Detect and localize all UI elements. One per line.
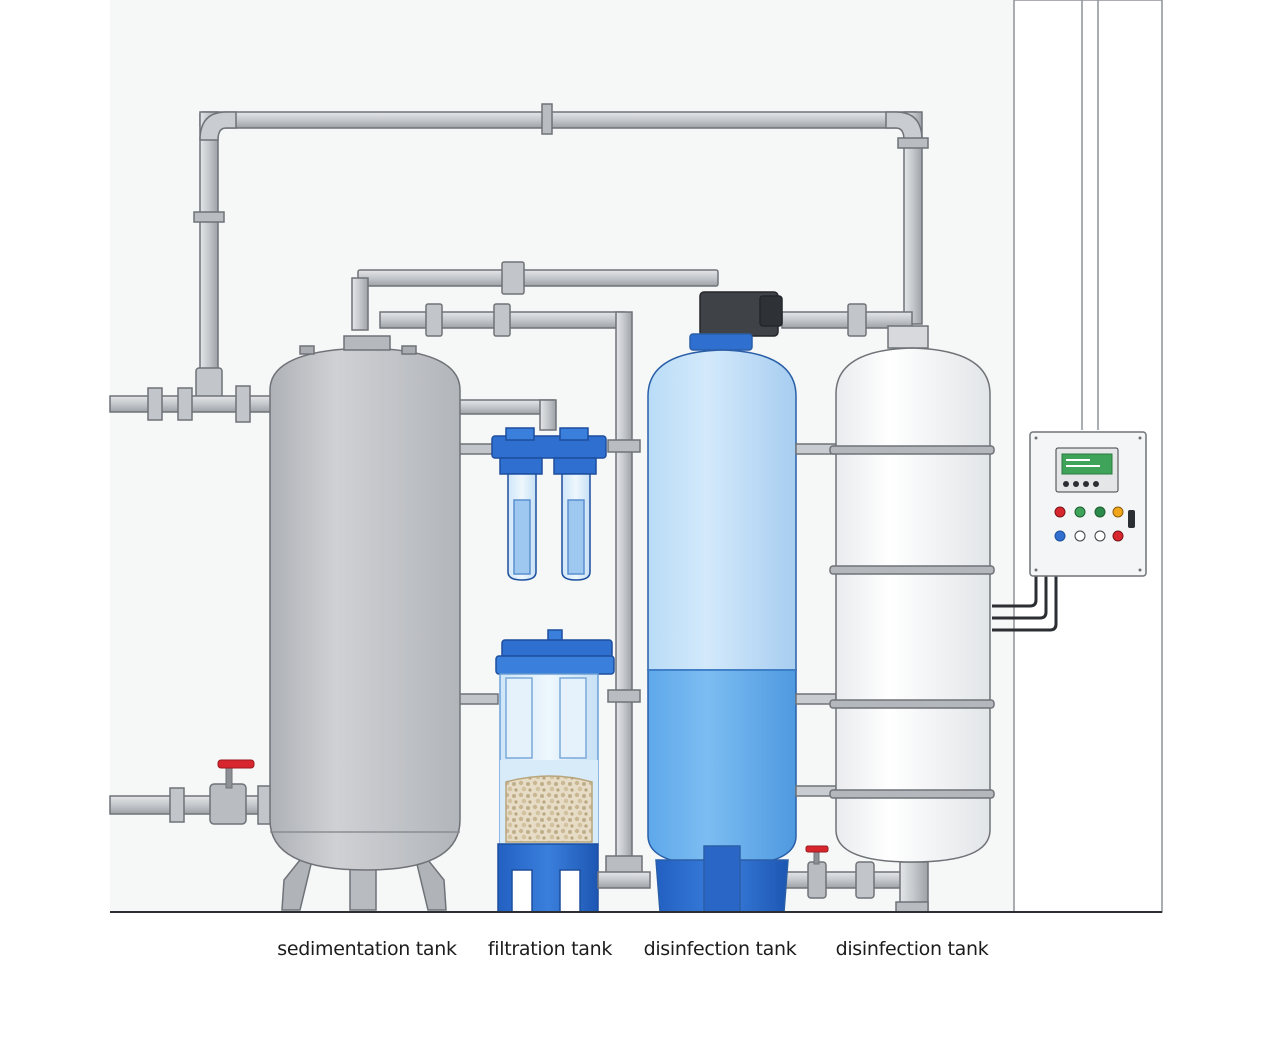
sedimentation-tank [269, 335, 461, 911]
disinfection-tank-white [829, 325, 995, 913]
valve-icon-2 [805, 845, 829, 865]
control-panel-icon [1029, 431, 1147, 577]
cartridge-filter-pair [491, 427, 607, 581]
label-filtration-tank: filtration tank [487, 938, 613, 960]
top-pipe-loop [193, 103, 929, 403]
label-disinfection-tank-2: disinfection tank [835, 938, 989, 960]
filtration-tank [495, 629, 615, 913]
panel-cables [992, 576, 1058, 632]
wall-panel [110, 0, 1162, 912]
label-disinfection-tank-1: disinfection tank [643, 938, 797, 960]
label-sedimentation-tank: sedimentation tank [277, 938, 457, 960]
valve-icon [217, 759, 255, 789]
bottom-pipes [597, 861, 929, 911]
upper-pipe-run [351, 261, 913, 875]
disinfection-tank-blue [647, 291, 797, 913]
filter-feed-pipe [457, 399, 557, 705]
inlet-pipes [109, 385, 277, 825]
